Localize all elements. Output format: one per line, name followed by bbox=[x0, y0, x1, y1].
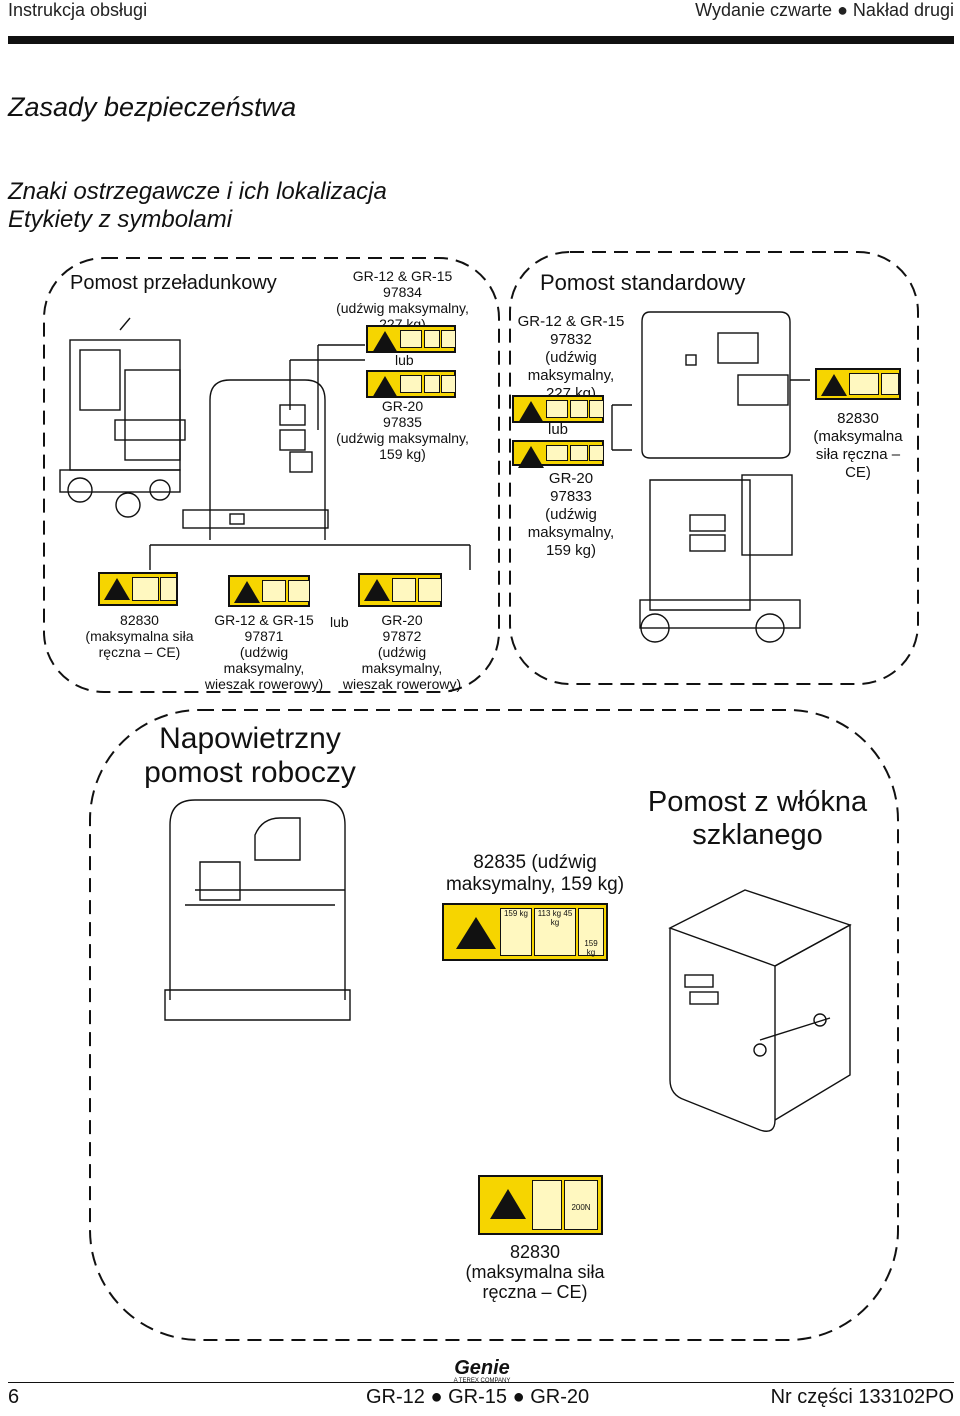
fiberglass-title-line2: szklanego bbox=[692, 819, 823, 851]
fiberglass-ce-line3: ręczna – CE) bbox=[482, 1282, 588, 1302]
decal-82835-cell-d: 159 kg bbox=[578, 908, 604, 957]
genie-logo: Genie bbox=[454, 1357, 510, 1379]
loading-gr20-line4: 159 kg) bbox=[379, 446, 426, 462]
standard-gr12-line1: GR-12 & GR-15 bbox=[517, 313, 625, 330]
loading-gr12-line1: GR-12 & GR-15 bbox=[352, 268, 453, 284]
loading-panel-outline bbox=[43, 257, 500, 693]
bike12-line3: (udźwig maksymalny, bbox=[223, 644, 305, 676]
standard-gr12-line2: 97832 bbox=[550, 331, 592, 348]
aerial-platform-drawing bbox=[164, 799, 351, 1021]
standard-gr20-line5: 159 kg) bbox=[545, 542, 597, 559]
decal-97834 bbox=[366, 325, 456, 353]
loading-gr20-line1: GR-20 bbox=[381, 398, 424, 414]
standard-gr20-line4: maksymalny, bbox=[527, 524, 615, 541]
standard-ce-line4: CE) bbox=[845, 464, 871, 481]
aerial-caption-line1: 82835 (udźwig bbox=[473, 852, 597, 873]
decal-force-label: 200N bbox=[564, 1180, 598, 1230]
aerial-title-line2: pomost roboczy bbox=[144, 756, 356, 789]
loading-gate-drawing bbox=[149, 344, 471, 570]
standard-gr12-line3: (udźwig bbox=[545, 349, 597, 366]
header-rule bbox=[8, 36, 954, 44]
standard-or-label: lub bbox=[548, 421, 569, 438]
decal-97833 bbox=[512, 440, 604, 468]
standard-ce-line3: siła ręczna – bbox=[815, 446, 901, 463]
section-subtitle-1: Znaki ostrzegawcze i ich lokalizacja bbox=[8, 178, 387, 205]
standard-gr20-line2: 97833 bbox=[550, 488, 592, 505]
loading-ce-line1: 82830 bbox=[120, 612, 159, 628]
bike12-line4: wieszak rowerowy) bbox=[204, 676, 324, 692]
decal-82830-fiberglass: 200N bbox=[478, 1175, 603, 1235]
page-title: Zasady bezpieczeństwa bbox=[8, 92, 297, 122]
standard-ce-line1: 82830 bbox=[837, 410, 879, 427]
bike12-line1: GR-12 & GR-15 bbox=[214, 612, 314, 628]
decal-97871 bbox=[228, 575, 310, 607]
decal-82835-cell-a: 159 kg bbox=[500, 908, 532, 956]
fiberglass-platform-drawing bbox=[668, 889, 852, 1132]
bottom-panel-outline bbox=[89, 709, 899, 1341]
decal-97835 bbox=[366, 370, 456, 398]
footer-part-number: Nr części 133102PO bbox=[770, 1386, 954, 1408]
footer-rule bbox=[8, 1382, 954, 1383]
loading-platform-drawing bbox=[59, 317, 186, 518]
bike12-line2: 97871 bbox=[244, 628, 284, 644]
standard-ce-line2: (maksymalna bbox=[813, 428, 903, 445]
standard-gr20-line1: GR-20 bbox=[548, 470, 594, 487]
bike20-line1: GR-20 bbox=[381, 612, 423, 628]
bike20-line4: wieszak rowerowy) bbox=[342, 676, 462, 692]
decal-97832 bbox=[512, 395, 604, 423]
loading-panel-title: Pomost przeładunkowy bbox=[70, 272, 277, 294]
loading-gr20-line3: (udźwig maksymalny, bbox=[336, 430, 469, 446]
header-right: Wydanie czwarte ● Nakład drugi bbox=[695, 0, 954, 20]
aerial-title-line1: Napowietrzny bbox=[159, 722, 341, 755]
decal-82835-cell-b: 113 kg bbox=[537, 909, 562, 918]
section-subtitle-2: Etykiety z symbolami bbox=[8, 206, 233, 233]
header-left: Instrukcja obsługi bbox=[8, 0, 148, 20]
standard-gr12-line4: maksymalny, bbox=[527, 367, 615, 384]
loading-ce-line3: ręczna – CE) bbox=[98, 644, 181, 660]
loading-or-label: lub bbox=[395, 352, 414, 368]
loading-gr20-line2: 97835 bbox=[383, 414, 422, 430]
fiberglass-ce-line2: (maksymalna siła bbox=[465, 1262, 605, 1282]
decal-82830-standard bbox=[815, 368, 901, 400]
bike20-line3: (udźwig maksymalny, bbox=[361, 644, 443, 676]
decal-82830-loading bbox=[98, 572, 178, 606]
genie-logo-sub: A TEREX COMPANY bbox=[453, 1378, 511, 1384]
standard-panel-title: Pomost standardowy bbox=[540, 270, 746, 295]
standard-platform-drawing bbox=[611, 311, 810, 643]
standard-panel-outline bbox=[509, 251, 919, 685]
fiberglass-ce-line1: 82830 bbox=[509, 1242, 561, 1262]
standard-gr20-line3: (udźwig bbox=[545, 506, 597, 523]
loading-gr12-line2: 97834 bbox=[383, 284, 422, 300]
aerial-caption-line2: maksymalny, 159 kg) bbox=[445, 874, 625, 895]
footer-models: GR-12 ● GR-15 ● GR-20 bbox=[366, 1386, 590, 1408]
fiberglass-title-line1: Pomost z włókna bbox=[647, 786, 868, 818]
decal-97872 bbox=[358, 573, 442, 607]
page-number: 6 bbox=[8, 1386, 20, 1408]
bike-or-label: lub bbox=[330, 614, 349, 630]
bike20-line2: 97872 bbox=[382, 628, 422, 644]
loading-gr12-line3: (udźwig maksymalny, bbox=[336, 300, 469, 316]
loading-ce-line2: (maksymalna siła bbox=[85, 628, 194, 644]
decal-82835-cell-c: 45 kg bbox=[550, 909, 573, 927]
decal-82835: 159 kg 113 kg 45 kg 159 kg bbox=[442, 903, 608, 961]
